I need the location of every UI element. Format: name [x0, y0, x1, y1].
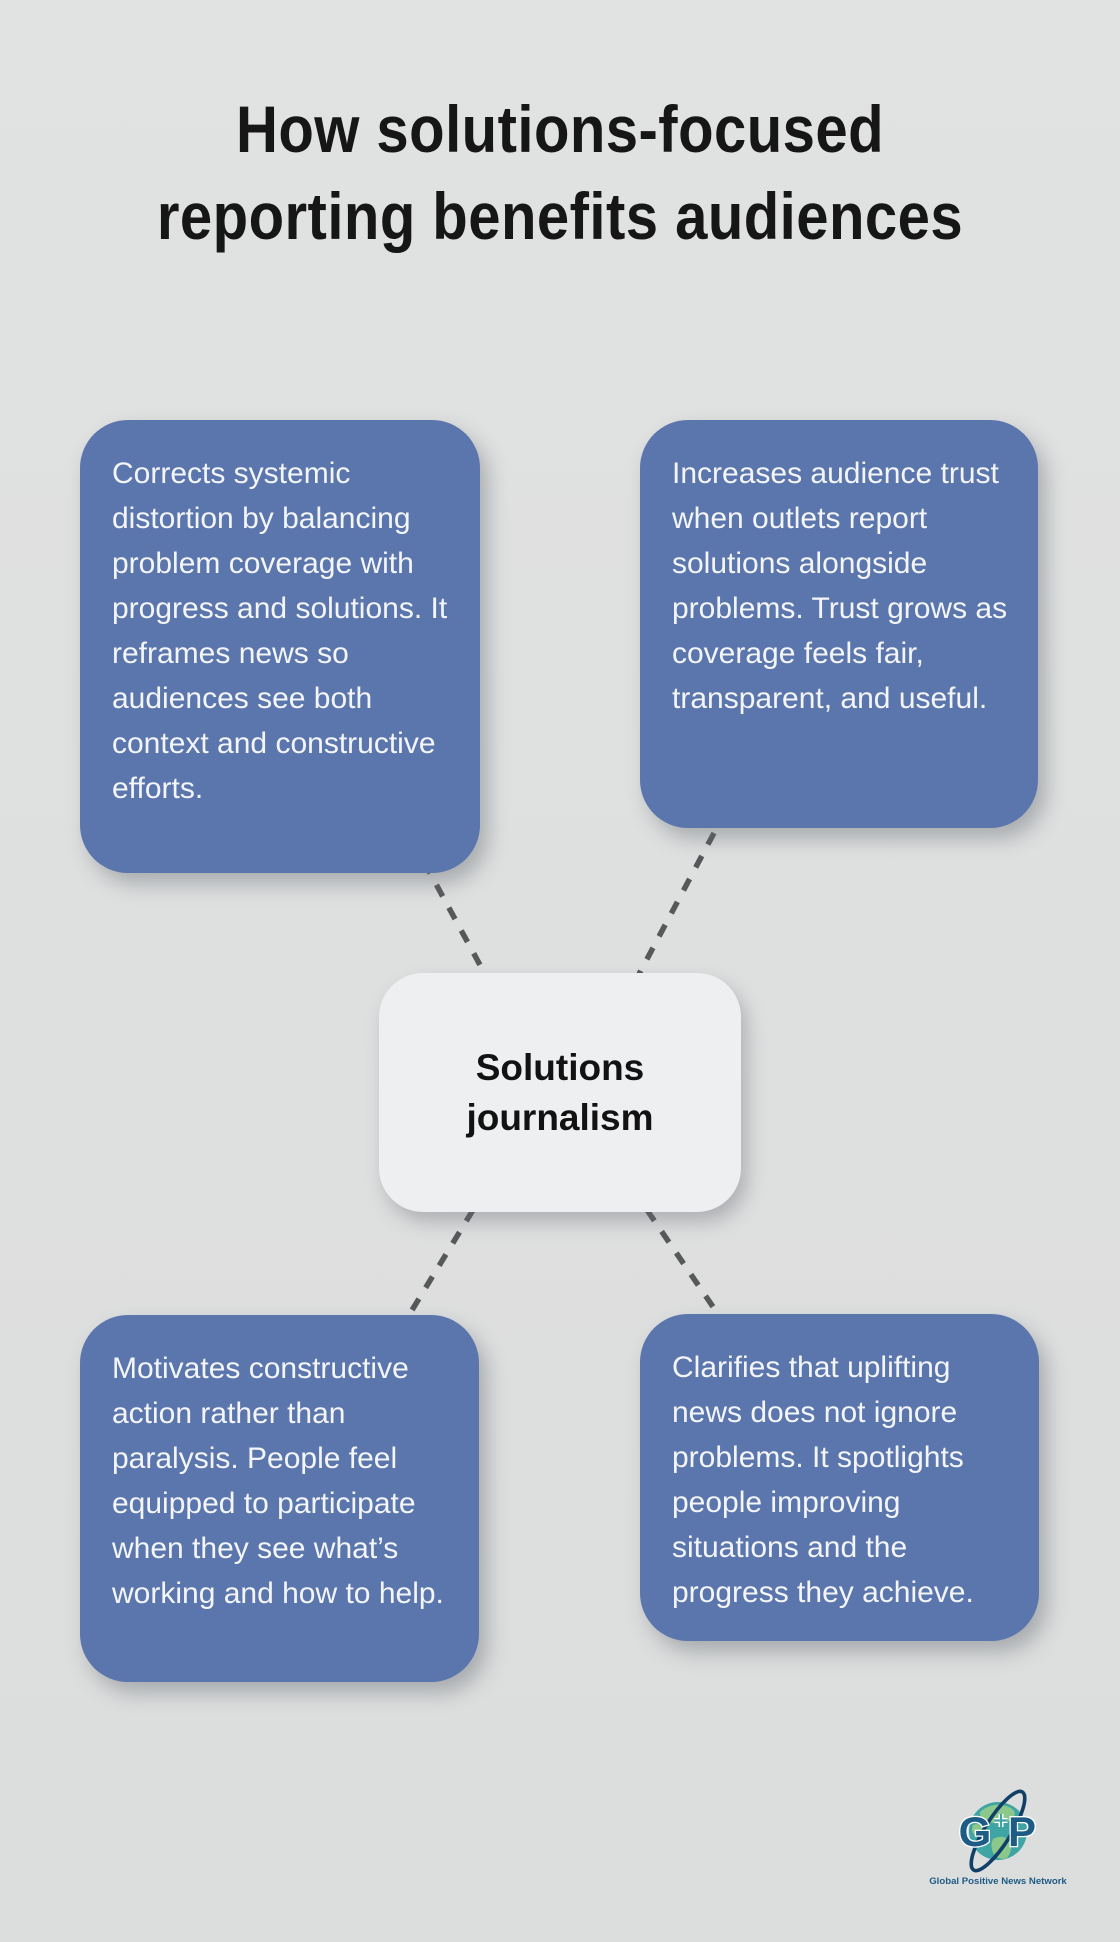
connector-bottom-right-line — [644, 1208, 725, 1322]
benefit-card-text: Increases audience trust when outlets re… — [672, 457, 1008, 715]
center-node-label: Solutions journalism — [466, 1046, 654, 1138]
logo-caption: Global Positive News Network — [929, 1876, 1067, 1887]
benefit-card-bottom-right: Clarifies that uplifting news does not i… — [640, 1314, 1039, 1641]
logo-monogram-p: P — [1008, 1808, 1036, 1855]
connector-bottom-left-line — [403, 1208, 476, 1322]
benefit-card-top-right: Increases audience trust when outlets re… — [640, 420, 1038, 828]
logo-monogram-g: G — [959, 1808, 992, 1855]
benefit-card-text: Clarifies that uplifting news does not i… — [672, 1351, 974, 1609]
brand-logo: G P Global Positive News Network — [929, 1789, 1067, 1887]
orbit-ring-icon — [969, 1789, 1027, 1873]
page-title: How solutions-focused reporting benefits… — [67, 86, 1053, 260]
page-title-line-2: reporting benefits audiences — [156, 179, 964, 253]
connector-top-right-line — [635, 831, 717, 978]
orbit-plus-icon — [994, 1814, 1008, 1827]
benefit-card-bottom-left: Motivates constructive action rather tha… — [80, 1315, 479, 1682]
page-title-line-1: How solutions-focused — [235, 92, 885, 166]
connector-top-left-line — [421, 860, 489, 978]
benefit-card-text: Motivates constructive action rather tha… — [112, 1352, 444, 1610]
center-node: Solutions journalism — [379, 973, 741, 1212]
benefit-card-top-left: Corrects systemic distortion by balancin… — [80, 420, 480, 873]
benefit-card-text: Corrects systemic distortion by balancin… — [112, 457, 448, 805]
